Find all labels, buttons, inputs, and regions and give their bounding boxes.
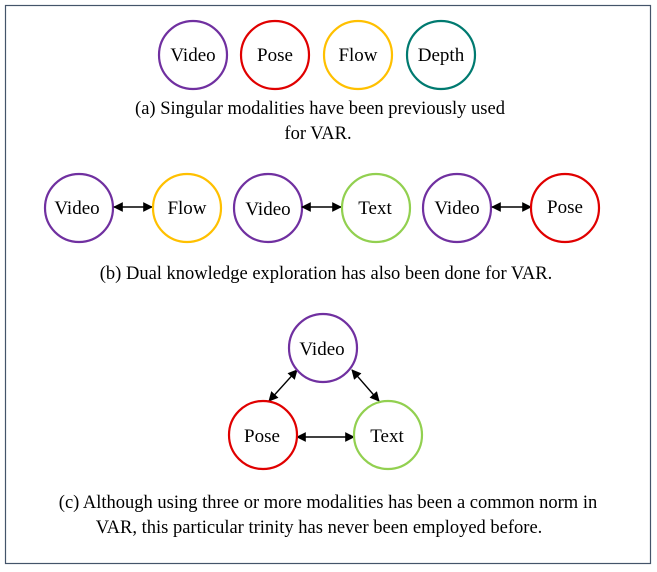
arrow-video-text: [351, 369, 380, 402]
panel-c-caption-line-1: (c) Although using three or more modalit…: [59, 493, 597, 513]
pair-left-node: [43, 172, 115, 244]
pair-right-node: [529, 172, 601, 244]
figure-frame: [4, 4, 652, 565]
node-label: Pose: [257, 45, 293, 66]
panel-b-pair-1: Video Flow: [43, 172, 223, 244]
node-label: Pose: [547, 197, 583, 218]
panel-c: Video Pose Text (c) Although using three…: [59, 312, 597, 538]
panel-c-node-video: Video: [287, 312, 359, 384]
node-label: Pose: [244, 426, 280, 447]
node-label: Flow: [338, 45, 377, 66]
pair-left-node: [421, 172, 493, 244]
text-node-ring: [352, 399, 424, 471]
panel-a-node-depth: Depth: [405, 19, 477, 91]
panel-c-caption-line-2: VAR, this particular trinity has never b…: [96, 518, 543, 538]
panel-a-node-flow: Flow: [322, 19, 394, 91]
flow-node-ring: [322, 19, 394, 91]
depth-node-ring: [405, 19, 477, 91]
panel-a: Video Pose Flow Depth (a) Singular modal…: [135, 19, 506, 144]
panel-b-pair-3: Video Pose: [421, 172, 601, 244]
panel-c-node-text: Text: [352, 399, 424, 471]
arrow-pose-video: [268, 369, 298, 402]
node-label: Video: [299, 339, 344, 360]
panel-b-pair-2: Video Text: [232, 172, 412, 244]
panel-c-node-pose: Pose: [227, 399, 299, 471]
node-label: Video: [245, 199, 290, 220]
panel-b-caption: (b) Dual knowledge exploration has also …: [100, 264, 552, 284]
node-label: Text: [358, 198, 392, 219]
pose-node-ring: [239, 19, 311, 91]
node-label: Flow: [167, 198, 206, 219]
node-label: Text: [370, 426, 404, 447]
node-label: Video: [434, 198, 479, 219]
panel-a-node-video: Video: [157, 19, 229, 91]
node-label: Depth: [418, 45, 465, 66]
video-node-ring: [287, 312, 359, 384]
panel-a-caption-line-2: for VAR.: [284, 124, 351, 144]
pair-right-node: [340, 172, 412, 244]
node-label: Video: [170, 45, 215, 66]
pose-node-ring: [227, 399, 299, 471]
panel-a-caption-line-1: (a) Singular modalities have been previo…: [135, 99, 506, 119]
panel-a-node-pose: Pose: [239, 19, 311, 91]
node-label: Video: [54, 198, 99, 219]
video-node-ring: [157, 19, 229, 91]
panel-b: Video Flow Video Text Video Pose (b) Dua…: [43, 172, 601, 284]
pair-right-node: [151, 172, 223, 244]
